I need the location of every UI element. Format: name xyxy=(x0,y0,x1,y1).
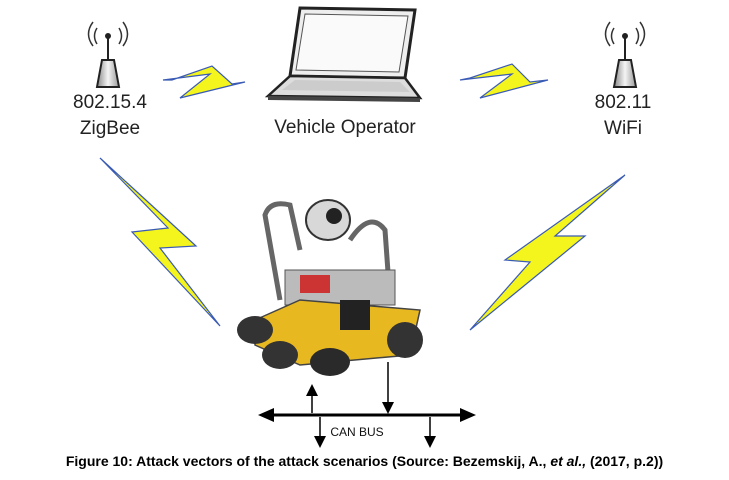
laptop-icon xyxy=(264,6,423,102)
wifi-antenna-icon xyxy=(604,21,646,88)
zigbee-protocol-label: 802.15.4 xyxy=(73,92,147,113)
wifi-link-bolt-icon xyxy=(459,63,549,99)
figure-caption: Figure 10: Attack vectors of the attack … xyxy=(0,453,729,469)
zigbee-link-bolt-icon xyxy=(162,65,246,99)
caption-italic: et al., xyxy=(550,453,587,469)
robot-vehicle-image xyxy=(237,199,423,376)
caption-prefix: Figure 10: Attack vectors of the attack … xyxy=(65,453,551,469)
wifi-to-vehicle-bolt-icon xyxy=(469,174,626,331)
wifi-name-label: WiFi xyxy=(604,118,642,139)
can-bus-label: CAN BUS xyxy=(330,425,384,439)
wifi-protocol-label: 802.11 xyxy=(594,92,652,113)
vehicle-operator-label: Vehicle Operator xyxy=(274,117,416,138)
zigbee-name-label: ZigBee xyxy=(79,118,141,139)
zigbee-to-vehicle-bolt-icon xyxy=(99,157,221,327)
can-bus-line xyxy=(258,408,476,422)
zigbee-antenna-icon xyxy=(87,21,129,88)
caption-suffix: (2017, p.2)) xyxy=(586,453,664,469)
